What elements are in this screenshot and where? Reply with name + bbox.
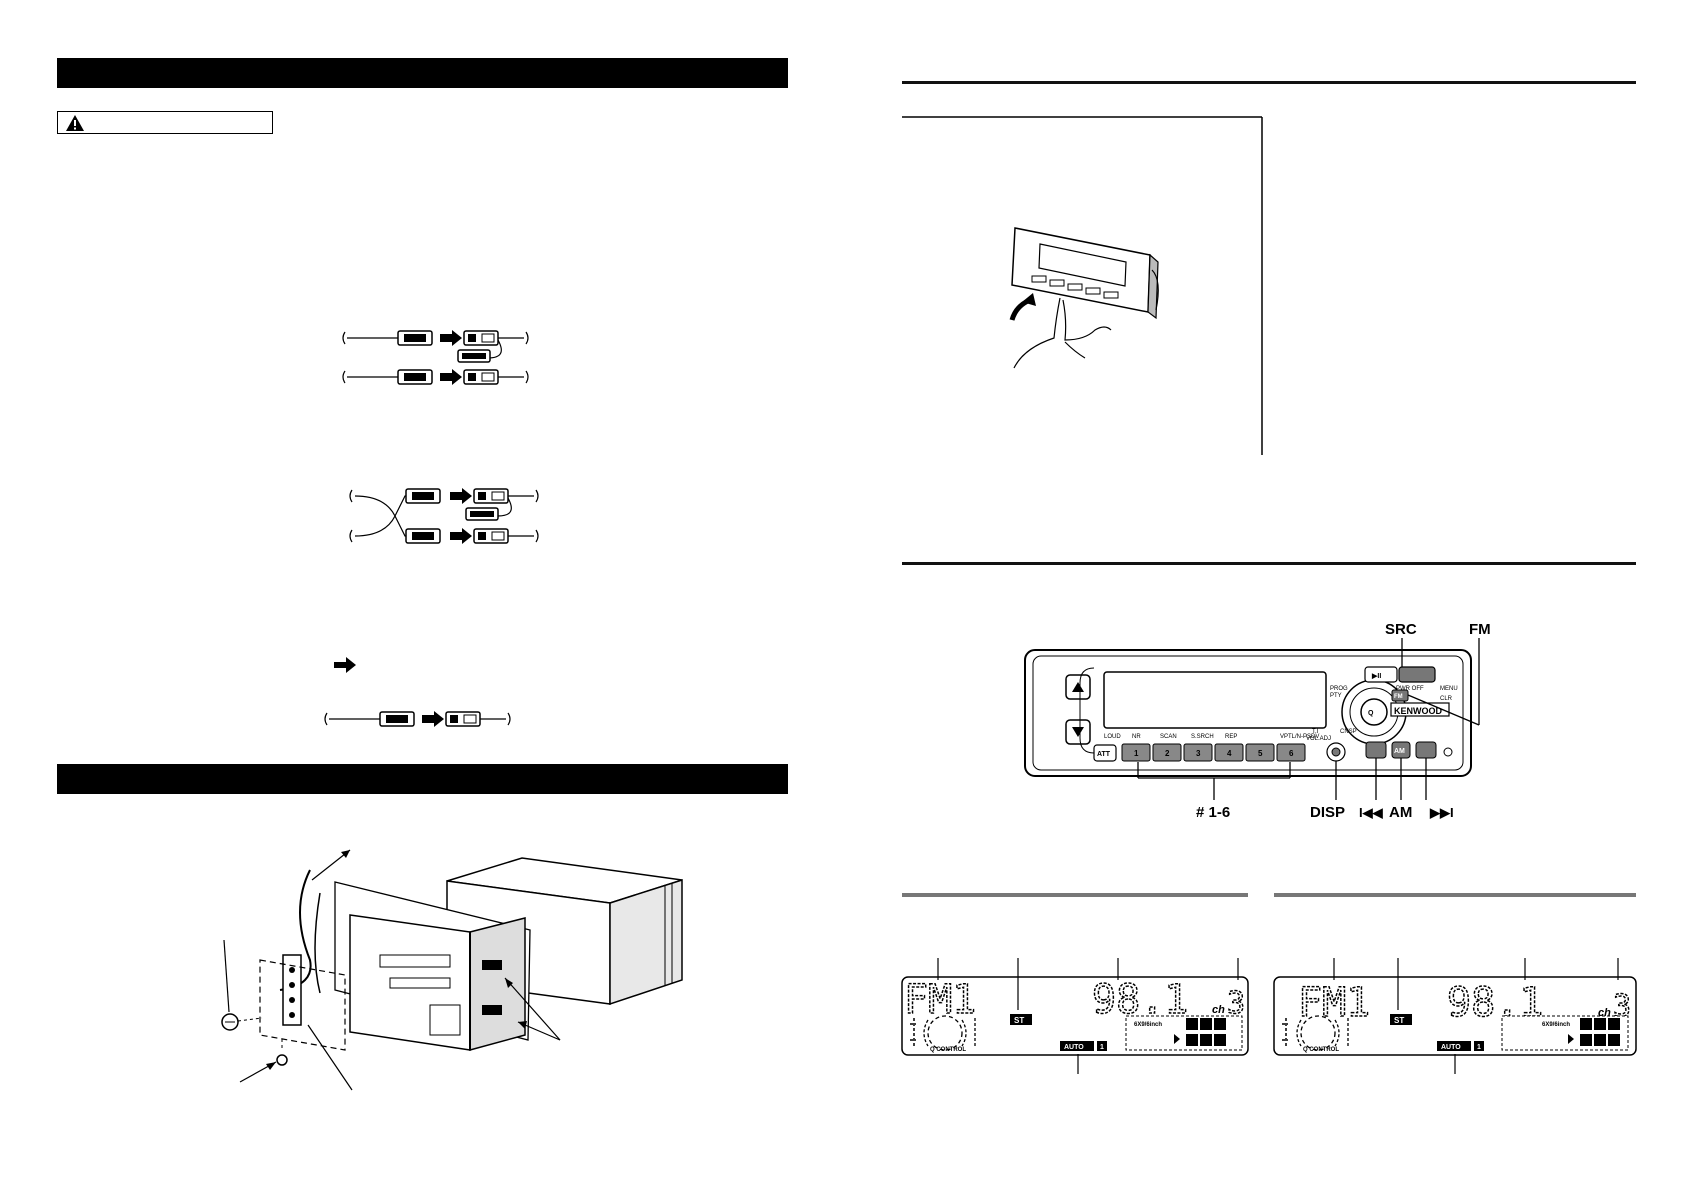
warning-triangle-icon [66,115,84,131]
stereo-indicator: ST [1394,1016,1404,1025]
svg-text:CNSP: CNSP [1340,729,1357,735]
svg-text:REP: REP [1225,734,1237,740]
svg-text:4: 4 [1227,749,1232,758]
band-indicator: FM1 [1298,980,1370,1026]
svg-text:2: 2 [1165,749,1170,758]
brand-logo-text: KENWOOD [1394,706,1442,716]
svg-text:CLR: CLR [1440,696,1453,702]
svg-text:S.SRCH: S.SRCH [1191,734,1214,740]
speaker-setting: 6X9/6inch [1542,1022,1570,1028]
volume-down-button [1065,719,1091,745]
svg-text:VPTL/N-PSDV: VPTL/N-PSDV [1280,734,1319,740]
svg-text:5: 5 [1258,749,1263,758]
svg-text:AM: AM [1394,748,1405,755]
svg-text:PTY: PTY [1330,693,1342,699]
screw-icon [221,1013,263,1031]
auto-indicator: AUTO [1441,1044,1461,1051]
fm-label: FM [1469,621,1491,638]
svg-text:LOUD: LOUD [1104,734,1121,740]
preset-buttons: 1 2 3 4 5 6 [1121,743,1306,762]
female-connector-icon [463,330,499,346]
screw-icon [276,1036,288,1066]
svg-text:▶II: ▶II [1371,673,1381,680]
svg-text:Q: Q [1368,710,1374,717]
sub-rule-left [902,893,1248,897]
channel-unit: ch [1212,1004,1225,1016]
section-rule [902,562,1636,565]
svg-text:ATT: ATT [1097,751,1111,758]
svg-text:1: 1 [1134,749,1139,758]
q-control-label: Q CONTROL [1303,1047,1339,1053]
disp-label: DISP [1310,804,1345,821]
male-connector-icon [397,330,433,346]
stereo-indicator: ST [1014,1016,1024,1025]
svg-text:3: 3 [1196,749,1201,758]
seek-back-label: I◀◀ [1359,805,1384,820]
sub-rule-right [1274,893,1636,897]
src-label: SRC [1385,621,1417,638]
svg-text:SCAN: SCAN [1160,734,1177,740]
section-header-bar-2 [57,764,788,794]
section-header-bar [57,58,788,88]
am-label: AM [1389,804,1412,821]
svg-text:PWR OFF: PWR OFF [1396,686,1424,692]
svg-text:FM: FM [1394,694,1403,700]
top-rule [902,81,1636,84]
seek-forward-label: ▶▶I [1429,805,1454,820]
auto-number: 1 [1100,1044,1104,1051]
mounting-sleeve [349,914,526,1051]
band-indicator: FM1 [904,977,976,1023]
presets-label: # 1-6 [1196,804,1230,821]
svg-text:T.I: T.I [1312,729,1319,735]
arrow-right-icon [334,657,356,673]
mounting-bracket [259,954,346,1051]
svg-text:MENU: MENU [1440,686,1458,692]
svg-text:NR: NR [1132,734,1141,740]
svg-text:PROG: PROG [1330,686,1348,692]
att-button: ATT [1093,744,1117,762]
auto-indicator: AUTO [1064,1044,1084,1051]
speaker-setting: 6X9/6inch [1134,1022,1162,1028]
svg-text:6: 6 [1289,749,1294,758]
q-control-label: Q CONTROL [930,1047,966,1053]
svg-text:VOL.ADJ: VOL.ADJ [1306,736,1331,742]
volume-up-button [1065,674,1091,700]
warning-box [57,111,273,134]
auto-number: 1 [1477,1044,1481,1051]
channel-number: 3 [1227,986,1245,1021]
